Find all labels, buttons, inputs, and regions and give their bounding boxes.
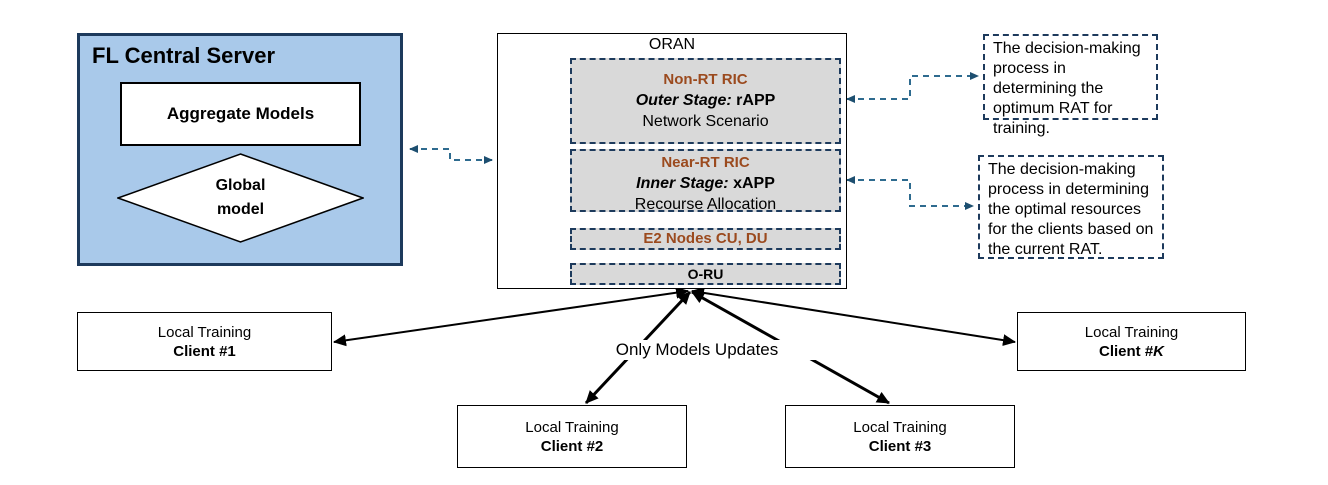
- client-2-heading: Local Training: [525, 418, 619, 436]
- global-model-label: Global model: [117, 153, 364, 243]
- client-1-heading: Local Training: [157, 323, 252, 341]
- oru-clientk-arrow: [691, 286, 1016, 347]
- inner-stage-label: Inner Stage:: [636, 175, 729, 192]
- global-model-line1: Global: [215, 177, 266, 194]
- outer-stage-line: Outer Stage: rAPP: [572, 90, 839, 111]
- updates-label: Only Models Updates: [562, 340, 832, 360]
- nearrt-note-link: [846, 176, 974, 210]
- non-rt-ric-box: Non-RT RIC Outer Stage: rAPP Network Sce…: [570, 58, 841, 144]
- nonrt-note-link: [846, 72, 979, 103]
- client-3-label: Client #3: [868, 437, 932, 455]
- near-rt-ric-name: Near-RT RIC: [661, 154, 750, 171]
- xapp-label: xAPP: [733, 175, 775, 192]
- non-rt-ric-name: Non-RT RIC: [663, 71, 748, 88]
- inner-stage-note: The decision-making process in determini…: [978, 155, 1164, 259]
- oru-client1-arrow: [333, 286, 689, 347]
- outer-stage-note: The decision-making process in determini…: [983, 34, 1158, 137]
- rapp-label: rAPP: [736, 92, 776, 109]
- resource-allocation-label: Recourse Allocation: [634, 196, 777, 213]
- client-1-box: Local Training Client #1: [77, 312, 332, 371]
- aggregate-models-box: Aggregate Models: [120, 82, 361, 146]
- client-k-prefix: Client #: [1098, 342, 1154, 360]
- outer-stage-label: Outer Stage:: [635, 92, 732, 109]
- o-ru-box: O-RU: [570, 263, 841, 285]
- near-rt-ric-box: Near-RT RIC Inner Stage: xAPP Recourse A…: [570, 149, 841, 213]
- client-1-label: Client #1: [173, 342, 236, 360]
- client-k-box: Local Training Client #K: [1017, 312, 1246, 371]
- client-k-heading: Local Training: [1084, 323, 1179, 341]
- server-oran-link: [409, 145, 493, 164]
- network-scenario-label: Network Scenario: [642, 113, 769, 130]
- e2-nodes-box: E2 Nodes CU, DU: [570, 228, 841, 250]
- global-model-diamond: [117, 153, 364, 243]
- oran-title: ORAN: [648, 36, 696, 53]
- client-3-heading: Local Training: [853, 418, 947, 436]
- client-2-box: Local Training Client #2: [457, 405, 687, 468]
- client-3-box: Local Training Client #3: [785, 405, 1015, 468]
- inner-stage-line: Inner Stage: xAPP: [572, 173, 839, 194]
- client-2-label: Client #2: [540, 437, 604, 455]
- client-k-var: K: [1153, 342, 1165, 360]
- global-model-line2: model: [216, 201, 265, 218]
- server-title: FL Central Server: [92, 43, 276, 68]
- client-k-label: Client #K: [1018, 342, 1245, 361]
